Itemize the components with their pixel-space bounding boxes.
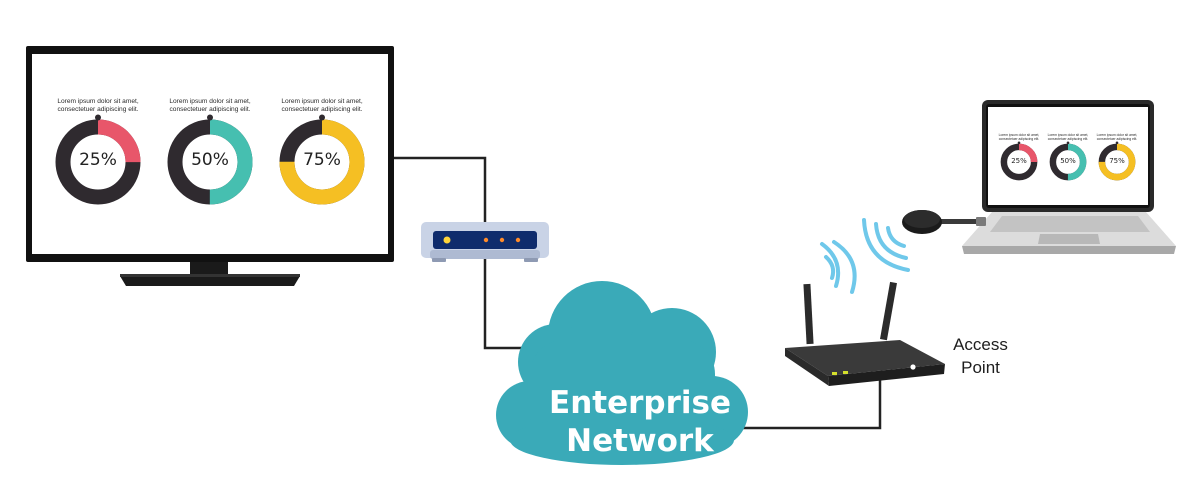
gauge-fill-arc	[279, 119, 365, 205]
enterprise-network-cloud	[496, 281, 748, 465]
donut-gauge-75	[279, 114, 365, 205]
caption-line-1: Lorem ipsum dolor sit amet,	[1047, 133, 1089, 137]
cable-tv-to-hub	[390, 156, 487, 222]
wireless-dongle	[902, 210, 986, 234]
access-point-router	[785, 281, 945, 386]
wifi-signal-icon	[862, 218, 910, 272]
donut-gauge-50	[1049, 141, 1087, 181]
gauge-value-label: 50%	[1060, 157, 1076, 165]
caption-line-1: Lorem ipsum dolor sit amet,	[1096, 133, 1138, 137]
gauge-marker	[95, 114, 101, 121]
gauge-value-label: 50%	[191, 150, 229, 170]
gauge-value-label: 25%	[1011, 157, 1027, 165]
chart-caption: Lorem ipsum dolor sit amet, consectetuer…	[996, 133, 1042, 141]
gauge-fill-arc	[1098, 143, 1136, 181]
gauge-value-label: 75%	[303, 150, 341, 170]
donut-gauge-25	[1000, 141, 1038, 181]
wifi-signal-icon	[820, 240, 857, 294]
donut-gauge-75	[1098, 141, 1136, 181]
laptop-screen: Lorem ipsum dolor sit amet, consectetuer…	[988, 107, 1148, 205]
tv-screen: Lorem ipsum dolor sit amet, consectetuer…	[32, 54, 388, 254]
caption-line-2: consectetuer adipiscing elit.	[169, 106, 251, 114]
gauge-marker	[1017, 141, 1021, 145]
access-point-label-line-1: Access	[953, 335, 1008, 354]
donut-gauge-50	[167, 114, 253, 205]
gauge-marker	[319, 114, 325, 121]
chart-caption: Lorem ipsum dolor sit amet, consectetuer…	[160, 98, 260, 114]
caption-line-2: consectetuer adipiscing elit.	[1096, 137, 1138, 142]
gauge-fill-arc	[1000, 143, 1038, 181]
caption-line-1: Lorem ipsum dolor sit amet,	[169, 98, 251, 105]
gauge-fill-arc	[55, 119, 141, 205]
chart-caption: Lorem ipsum dolor sit amet, consectetuer…	[1045, 133, 1091, 141]
caption-line-2: consectetuer adipiscing elit.	[1047, 137, 1089, 142]
cable-cloud-to-access-point	[735, 378, 882, 430]
cloud-label-line-2: Network	[566, 423, 714, 459]
chart-caption: Lorem ipsum dolor sit amet, consectetuer…	[1094, 133, 1140, 141]
gauge-fill-arc	[167, 119, 253, 205]
gauge-fill-arc	[1049, 143, 1087, 181]
chart-caption: Lorem ipsum dolor sit amet, consectetuer…	[48, 98, 148, 114]
gauge-value-label: 75%	[1109, 157, 1125, 165]
gauge-marker	[207, 114, 213, 121]
caption-line-2: consectetuer adipiscing elit.	[281, 106, 363, 114]
cloud-label-line-1: Enterprise	[549, 385, 731, 421]
caption-line-2: consectetuer adipiscing elit.	[57, 106, 139, 114]
caption-line-1: Lorem ipsum dolor sit amet,	[57, 98, 139, 105]
gauge-marker	[1066, 141, 1070, 145]
access-point-label-line-2: Point	[961, 358, 1000, 377]
access-point-label: Access Point	[938, 333, 1023, 379]
caption-line-2: consectetuer adipiscing elit.	[998, 137, 1040, 142]
network-hub-icon	[421, 222, 549, 262]
cloud-label: Enterprise Network	[515, 384, 765, 460]
caption-line-1: Lorem ipsum dolor sit amet,	[998, 133, 1040, 137]
gauge-value-label: 25%	[79, 150, 117, 170]
gauge-marker	[1115, 141, 1119, 145]
chart-caption: Lorem ipsum dolor sit amet, consectetuer…	[272, 98, 372, 114]
donut-gauge-25	[55, 114, 141, 205]
caption-line-1: Lorem ipsum dolor sit amet,	[281, 98, 363, 105]
